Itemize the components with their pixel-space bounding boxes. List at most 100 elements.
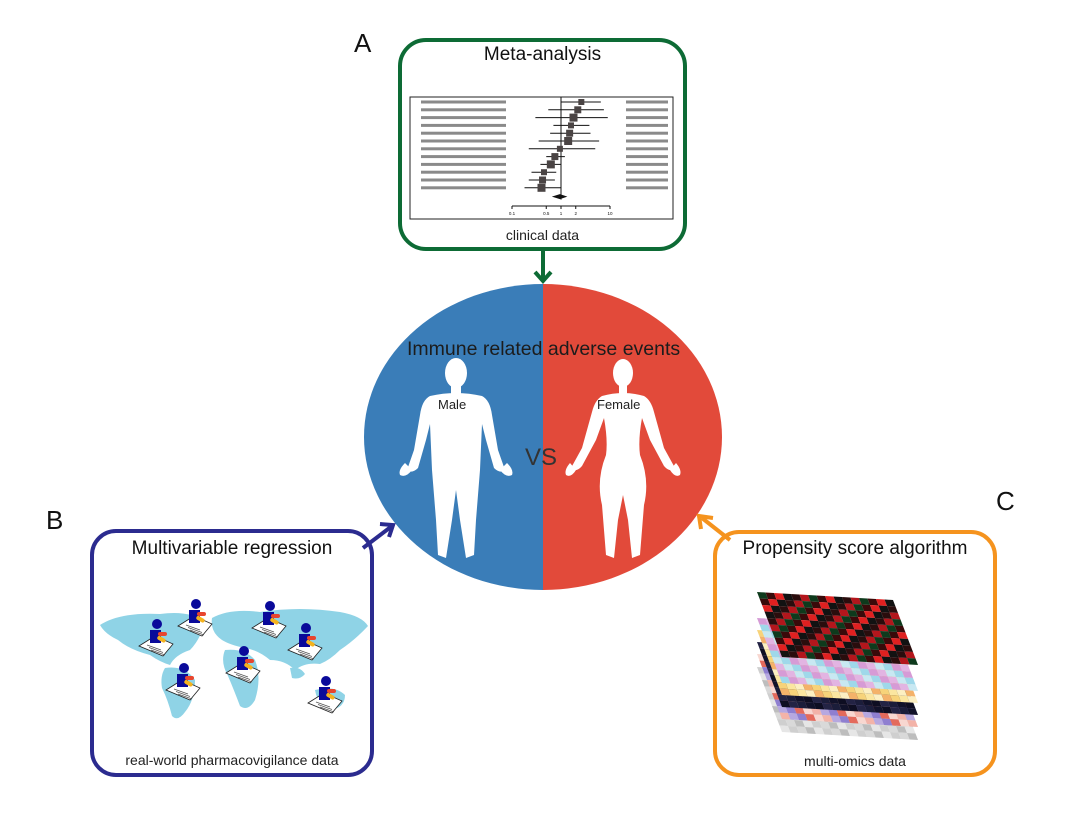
forest-x-tick-label: 0.5 <box>543 211 550 216</box>
omics-cell <box>872 611 884 619</box>
omics-cell <box>789 658 800 665</box>
omics-cell <box>865 636 877 644</box>
omics-cell <box>847 692 859 700</box>
forest-point <box>564 137 573 145</box>
forest-summary-diamond <box>551 194 568 200</box>
forest-point <box>556 145 563 152</box>
omics-cell <box>845 686 856 693</box>
omics-cell <box>873 718 884 725</box>
omics-cell <box>828 673 839 680</box>
omics-cell <box>820 627 832 635</box>
pill-capsule <box>327 689 336 693</box>
omics-cell <box>822 728 833 735</box>
forest-point <box>578 99 585 105</box>
reporter-head <box>239 646 249 656</box>
omics-cell <box>797 658 809 666</box>
omics-cell <box>772 631 783 638</box>
omics-cell <box>825 666 837 674</box>
omics-cell <box>862 687 873 694</box>
pill-capsule <box>271 614 280 618</box>
omics-cell <box>887 676 899 684</box>
omics-cell <box>776 599 788 607</box>
forest-study-label <box>421 108 506 112</box>
pill-capsule <box>158 632 167 636</box>
omics-cell <box>887 650 899 658</box>
omics-cell <box>828 697 839 704</box>
forest-effect-label <box>626 178 668 182</box>
omics-cell <box>856 655 867 662</box>
omics-cell <box>768 599 779 606</box>
omics-cell <box>893 644 905 652</box>
omics-cell <box>811 696 822 703</box>
omics-cell <box>847 729 859 737</box>
panel-b-letter: B <box>46 505 64 535</box>
omics-cell <box>853 686 865 694</box>
omics-cell <box>873 656 884 663</box>
omics-cell <box>794 683 805 690</box>
omics-cell <box>881 612 892 619</box>
omics-cell <box>876 669 888 677</box>
forest-point <box>539 176 547 184</box>
omics-cell <box>836 685 848 693</box>
omics-cell <box>870 605 881 612</box>
report-line <box>315 701 331 708</box>
omics-cell <box>879 676 890 683</box>
omics-cell <box>824 615 835 622</box>
omics-cell <box>907 733 918 740</box>
omics-cell <box>882 637 894 645</box>
omics-cell <box>815 614 827 622</box>
omics-cell <box>848 635 860 643</box>
omics-cell <box>836 673 848 681</box>
omics-cell <box>844 603 856 611</box>
omics-cell <box>802 720 814 728</box>
forest-effect-label <box>626 147 668 151</box>
report-line <box>187 627 203 633</box>
omics-cell <box>764 637 776 645</box>
omics-cell <box>788 701 799 708</box>
reporter-icon <box>251 601 287 639</box>
report-line <box>173 688 189 695</box>
pill-capsule <box>185 676 194 680</box>
panel-a-box <box>398 38 687 251</box>
reporter-body <box>177 674 188 687</box>
omics-cell <box>851 668 862 675</box>
omics-cell <box>819 708 831 716</box>
omics-cell <box>817 640 828 647</box>
arrow-c-to-center <box>700 516 732 542</box>
omics-cell <box>788 651 799 658</box>
report-line <box>150 649 166 656</box>
forest-study-label <box>421 131 506 135</box>
omics-cell <box>802 645 814 653</box>
omics-cell <box>881 682 893 690</box>
forest-effect-label <box>626 186 668 190</box>
omics-cell <box>779 725 791 733</box>
omics-cell <box>875 618 886 625</box>
omics-cell <box>883 618 895 626</box>
omics-cell <box>793 600 805 608</box>
omics-cell <box>814 659 826 667</box>
omics-cell <box>842 597 853 604</box>
omics-cell <box>904 689 916 697</box>
omics-cell <box>813 678 825 686</box>
reporter-icon <box>287 623 323 661</box>
forest-study-label <box>421 186 506 190</box>
forest-point <box>541 169 548 176</box>
omics-cell <box>783 664 794 671</box>
omics-cell <box>796 726 808 734</box>
omics-cell <box>874 637 885 644</box>
omics-cell <box>794 695 805 702</box>
omics-cell <box>839 680 850 687</box>
forest-x-tick-label: 0.1 <box>509 211 516 216</box>
forest-study-label <box>421 170 506 174</box>
omics-cell <box>828 709 839 716</box>
reporter-icon <box>138 619 174 657</box>
omics-cell <box>899 664 911 672</box>
reporter-icon <box>165 663 201 701</box>
omics-cell <box>907 720 918 727</box>
reporter-body <box>299 634 310 647</box>
omics-cell <box>862 699 873 706</box>
omics-cell <box>898 707 910 715</box>
omics-cell <box>805 690 816 697</box>
omics-cell <box>850 597 862 605</box>
